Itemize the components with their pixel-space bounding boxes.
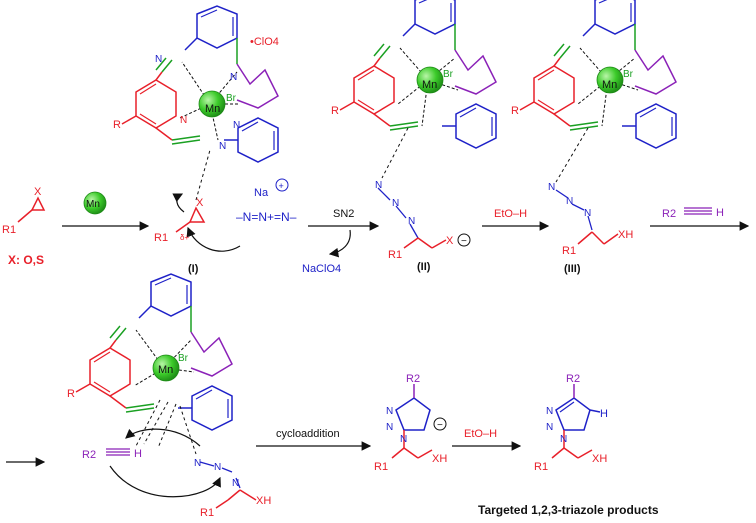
azide-anion: –N=N+=N– [236,210,297,224]
negative-charge-icon [457,233,471,247]
sodium-label: Na [254,187,269,199]
cycloaddition-label: cycloaddition [276,428,340,440]
mn-label-1: Mn [205,103,220,115]
mn-catalyst-label: Mn [86,199,100,210]
br-label-2: Br [443,69,454,80]
intermediate-II-label: (II) [417,261,431,273]
x-label-II: X [446,235,454,247]
br-label-3: Br [623,69,634,80]
n-label-1a: N [155,54,162,65]
cycloaddition-transition-state [106,399,257,509]
n-label-p-a: N [546,406,553,417]
epoxide-start [17,196,46,223]
n-label-1b: N [230,72,237,83]
carbanion-charge-icon [433,417,447,431]
r-label-4: R [67,388,75,400]
n-label-p-c: N [560,434,567,445]
h-label-ts: H [134,448,142,460]
n-label-p-b: N [546,422,553,433]
r-label-1: R [113,119,121,131]
h-label-product: H [600,408,608,420]
naclo4-label: NaClO4 [302,263,341,275]
r-label-2: R [331,105,339,117]
intermediate-III-label: (III) [564,263,581,275]
n-label-tz-c: N [400,434,407,445]
n-label-1d: N [233,120,240,131]
r1-label-II: R1 [388,249,402,261]
mn-label-4: Mn [158,364,173,376]
n-label-II-a: N [375,180,382,191]
x-label-start: X [34,186,42,198]
etoh-label-1: EtO–H [494,208,527,220]
mn-complex-4 [75,273,233,431]
r2-label-product: R2 [566,373,580,385]
r2-label-ts: R2 [82,449,96,461]
r-label-3: R [511,105,519,117]
n-label-1e: N [219,141,226,152]
intermediate-I-epoxide [172,149,241,252]
n-label-ts-a: N [194,458,201,469]
perchlorate-label: •ClO4 [250,36,279,48]
n-label-tz-a: N [386,406,393,417]
r1-label-ts: R1 [200,507,214,519]
br-label-1: Br [226,93,237,104]
sn2-label: SN2 [333,208,354,220]
x-label-I: X [196,197,204,209]
triazole-product [551,384,601,459]
r1-label-I: R1 [154,232,168,244]
h-label-alkyne-top: H [716,207,724,219]
n-label-ts-c: N [232,478,239,489]
n-label-ts-b: N [214,462,221,473]
r1-label-III: R1 [562,245,576,257]
negative-charge-sign: − [461,236,467,247]
xh-label-III: XH [618,229,633,241]
mn-catalyst-icon [83,191,107,215]
n-label-III-b: N [566,196,573,207]
positive-charge-sign: + [279,181,284,191]
n-label-II-b: N [392,198,399,209]
positive-charge-icon [275,178,289,192]
n-label-III-a: N [548,182,555,193]
mn-complex-1 [121,5,279,163]
delta-plus-label: δ+ [180,233,189,242]
naclo4-release-arrow [328,229,351,258]
mn-complex-3 [519,0,677,149]
n-label-III-c: N [584,208,591,219]
mn-complex-2 [339,0,497,149]
mn-label-2: Mn [422,79,437,91]
xh-label-ts: XH [256,495,271,507]
intermediate-II [377,127,447,249]
x-definition: X: O,S [8,253,44,267]
r2-label-alkyne-top: R2 [662,208,676,220]
r1-label-product: R1 [534,461,548,473]
etoh-label-2: EtO–H [464,428,497,440]
n-label-II-c: N [408,216,415,227]
n-label-tz-b: N [386,422,393,433]
xh-label-product: XH [592,453,607,465]
mn-label-3: Mn [602,79,617,91]
n-label-1c: N [180,115,187,126]
intermediate-III [555,127,619,245]
intermediate-I-label: (I) [188,263,199,275]
r1-label-start: R1 [2,224,16,236]
carbanion-charge-sign: − [437,420,443,431]
br-label-4: Br [178,353,189,364]
product-caption: Targeted 1,2,3-triazole products [478,503,659,517]
r1-label-triazolide: R1 [374,461,388,473]
r2-label-triazolide: R2 [406,373,420,385]
triazolide-intermediate [391,384,433,459]
xh-label-triazolide: XH [432,453,447,465]
